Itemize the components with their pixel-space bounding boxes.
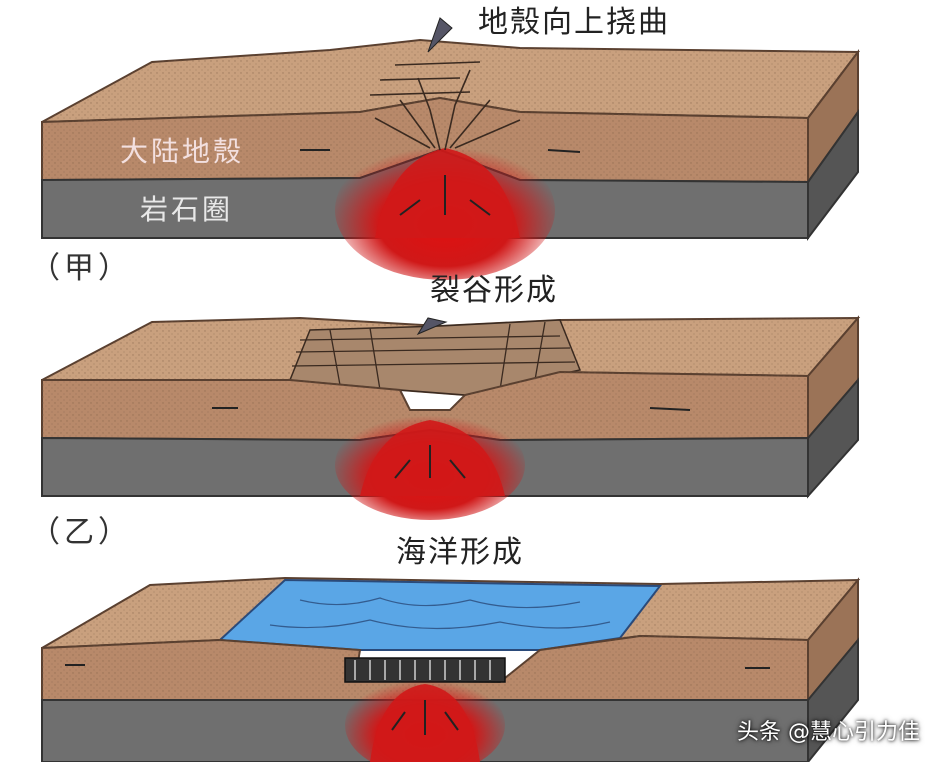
panel-yi-title: 裂谷形成 [430, 273, 558, 308]
stage-yi-label: （乙） [30, 515, 132, 550]
pointer-arrow [416, 317, 448, 336]
cracks [369, 61, 521, 151]
panel-bing-title: 海洋形成 [396, 535, 524, 570]
ocean-surface [217, 578, 663, 651]
watermark: 头条 @慧心引力佳 [737, 720, 920, 745]
pointer-arrow [427, 17, 453, 53]
stage-jia-label: （甲） [30, 251, 132, 286]
lithosphere-label: 岩石圈 [140, 193, 234, 226]
panel-jia [41, 17, 860, 280]
panel-bing [41, 576, 861, 762]
panel-jia-title: 地殼向上挠曲 [478, 5, 670, 40]
crust-label: 大陆地殼 [120, 135, 245, 168]
panel-yi [41, 315, 861, 520]
